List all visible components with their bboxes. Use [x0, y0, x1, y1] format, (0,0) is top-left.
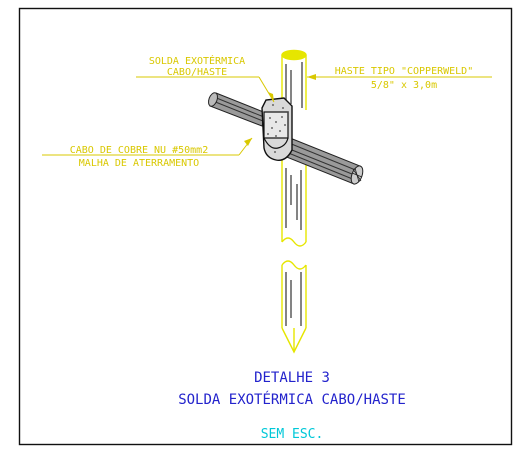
rod-label-line2: 5/8" x 3,0m [371, 80, 437, 91]
weld-label-line1: SOLDA EXOTÉRMICA [149, 54, 245, 67]
copper-cable [208, 92, 364, 185]
ground-rod-lower [281, 260, 307, 354]
weld-label-line2: CABO/HASTE [167, 67, 227, 78]
scale-note: SEM ESC. [261, 427, 324, 442]
cable-leader-arrow [244, 138, 252, 146]
cable-label-line1: CABO DE COBRE NU #50mm2 [70, 145, 208, 156]
exothermic-weld [261, 97, 293, 161]
leader-lines [42, 76, 492, 156]
rod-label-line1: HASTE TIPO "COPPERWELD" [335, 66, 473, 77]
annotation-labels: SOLDA EXOTÉRMICA CABO/HASTE HASTE TIPO "… [70, 54, 473, 169]
drawing-frame [18, 7, 513, 446]
detail-title: SOLDA EXOTÉRMICA CABO/HASTE [178, 391, 406, 408]
weld-leader-arrow [268, 92, 274, 102]
rod-leader-arrow [307, 74, 316, 80]
detail-number: DETALHE 3 [254, 370, 330, 386]
cable-label-line2: MALHA DE ATERRAMENTO [79, 158, 199, 169]
ground-rod-lower-shading [285, 272, 302, 326]
